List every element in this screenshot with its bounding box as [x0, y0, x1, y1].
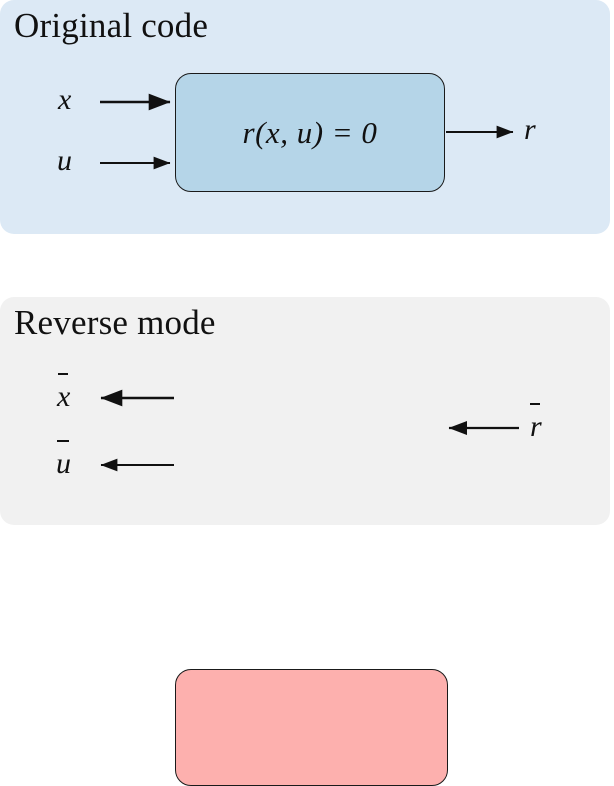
label-output-r: r [524, 113, 536, 146]
label-input-u: u [57, 144, 72, 177]
panel-original-code: Original code r(x, u) = 0 [0, 0, 610, 234]
label-output-x-bar: x [57, 373, 71, 413]
label-output-u-bar: u [56, 440, 71, 480]
adjoint-block[interactable] [175, 669, 448, 786]
panel-reverse-mode: Reverse mode [0, 297, 610, 786]
panel-reverse-title: Reverse mode [14, 303, 216, 342]
residual-formula: r(x, u) = 0 [242, 114, 378, 150]
panel-original-title: Original code [14, 6, 209, 45]
residual-block[interactable]: r(x, u) = 0 [175, 73, 445, 192]
label-input-x: x [58, 83, 72, 116]
label-input-r-bar: r [530, 403, 542, 443]
